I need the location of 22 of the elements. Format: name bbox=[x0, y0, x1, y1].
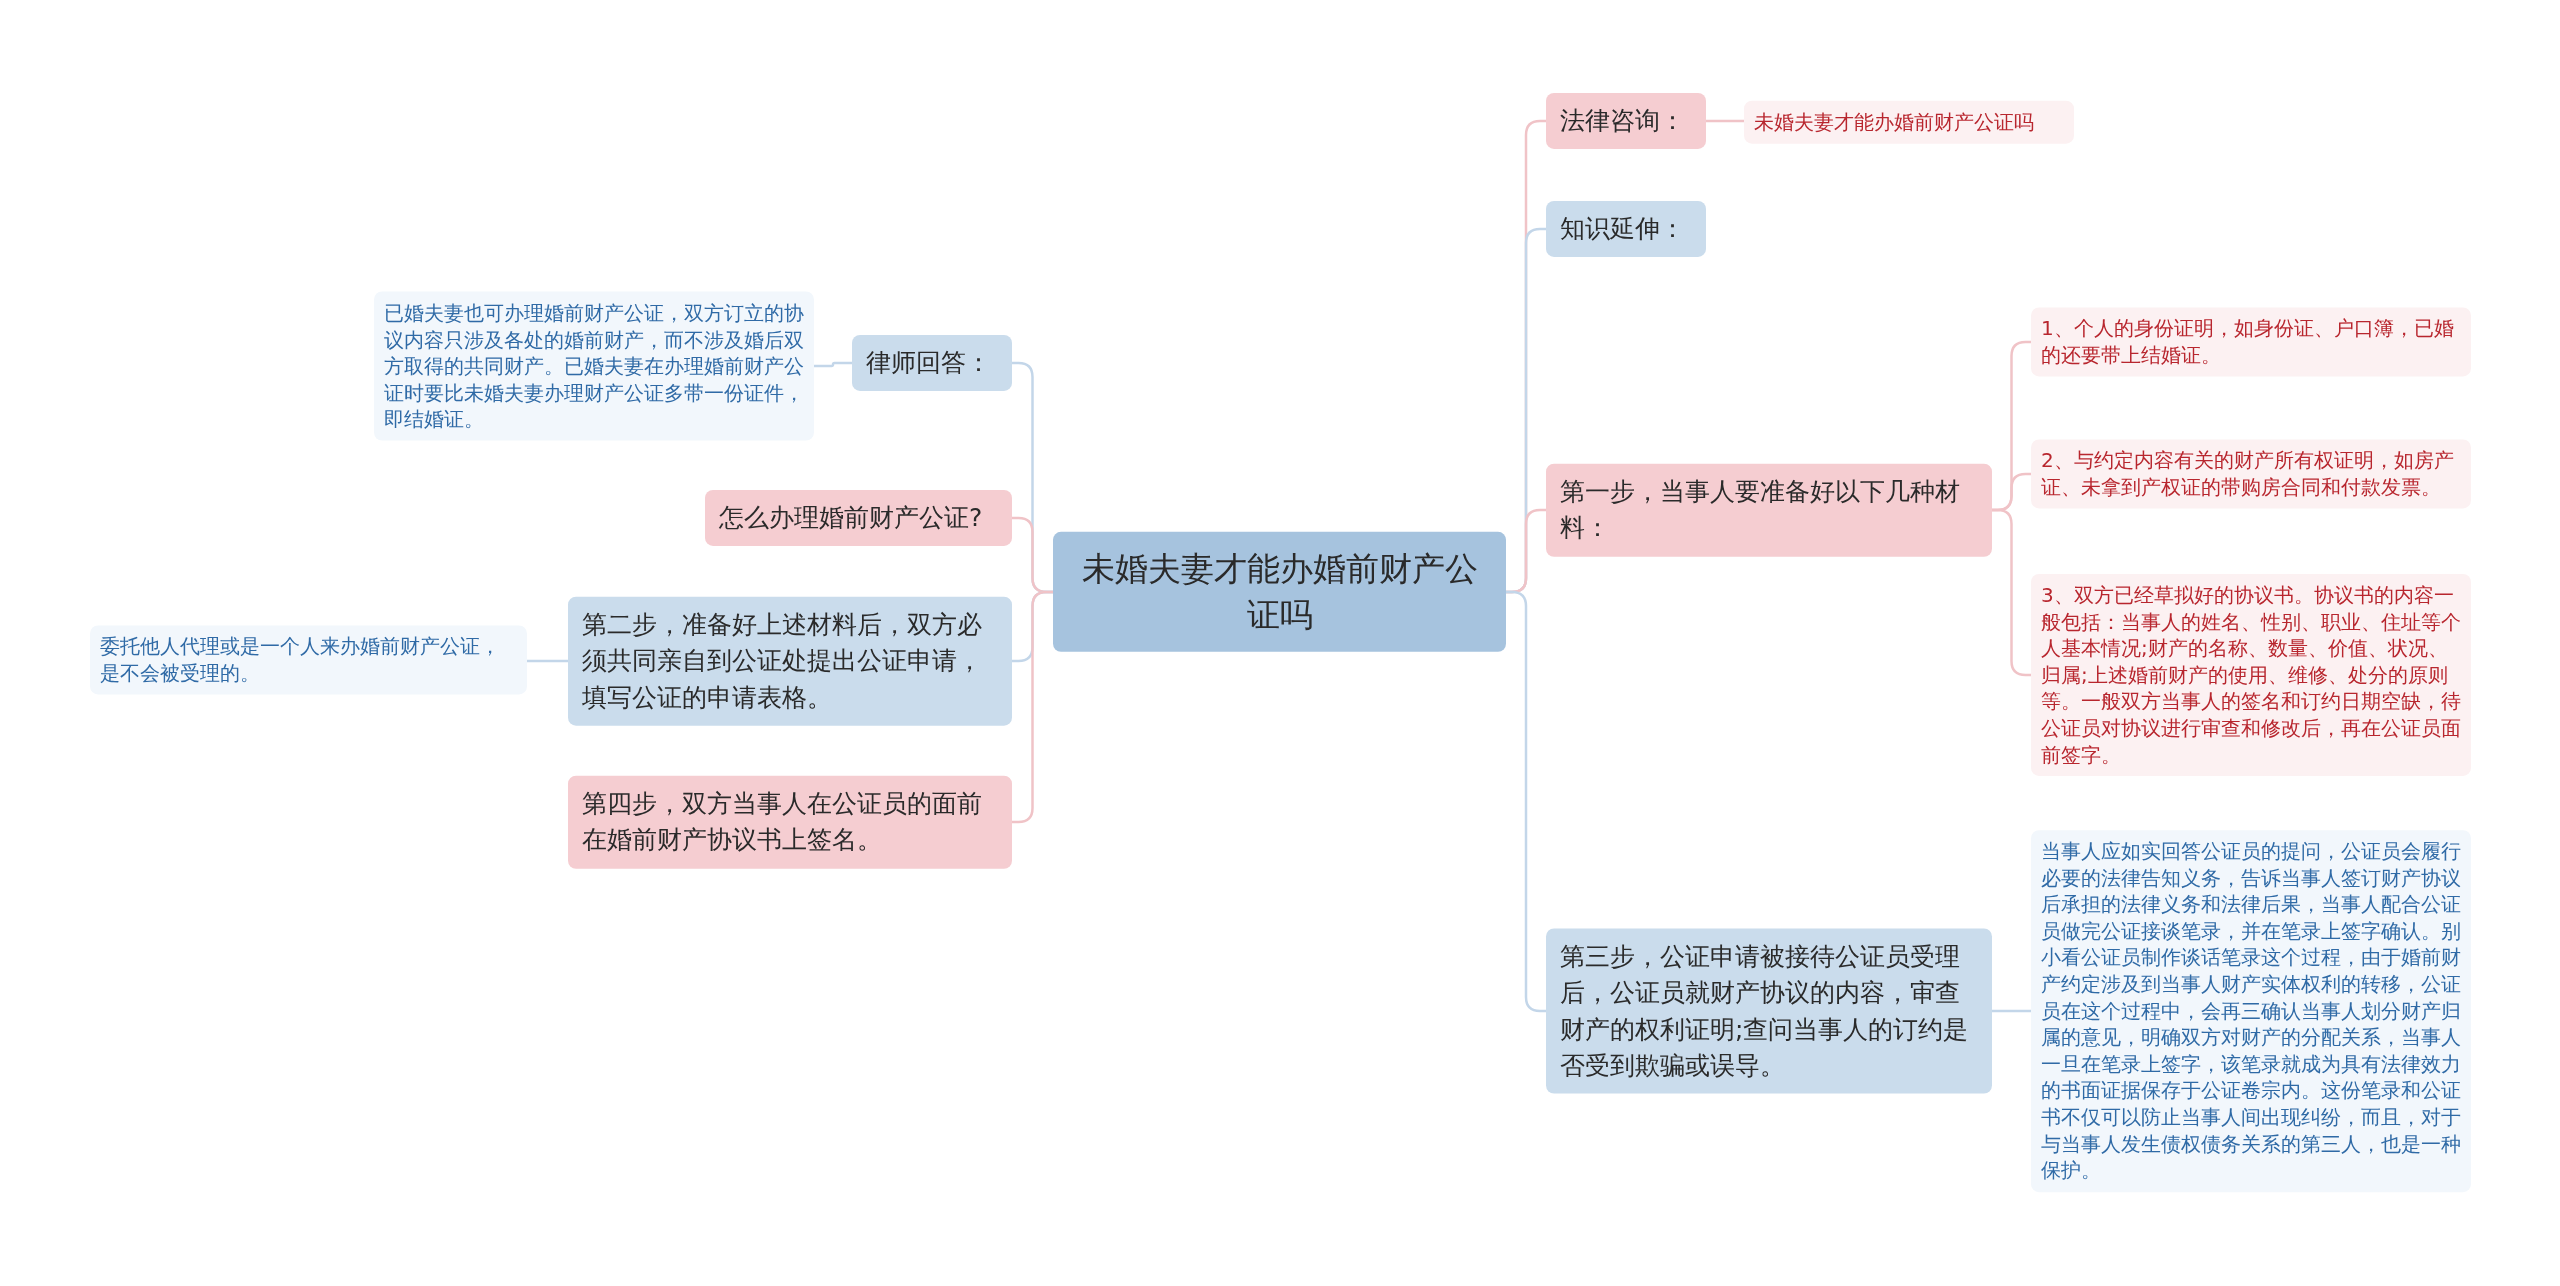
note-box: 已婚夫妻也可办理婚前财产公证，双方订立的协议内容只涉及各处的婚前财产，而不涉及婚后双方取得的共同财产。已婚夫妻在办理婚前财产公证时要比未婚夫妻办理财产公证多带一份证件，即结婚证。 bbox=[374, 291, 814, 441]
topic-box: 知识延伸： bbox=[1546, 200, 1706, 258]
connector-line bbox=[814, 361, 852, 368]
topic-box: 律师回答： bbox=[852, 334, 1012, 392]
note-box: 委托他人代理或是一个人来办婚前财产公证，是不会被受理的。 bbox=[90, 625, 527, 695]
note-box: 当事人应如实回答公证员的提问，公证员会履行必要的法律告知义务，告诉当事人签订财产协议后承担的法律义务和法律后果，当事人配合公证员做完公证接谈笔录，并在笔录上签字确认。别小看公证员制作谈话笔录这个过程，由于婚前财产约定涉及到当事人财产实体权利的转移，公证员在这个过程中，会再三确认当事人划分财产归属的意见，明确双方对财产的分配关系，当事人一旦在笔录上签字，该笔录就成为具有法律效力的书面证据保存于公证卷宗内。这份笔录和公证书不仅可以防止当事人间出现纠纷，而且，对于与当事人发生债权债务关系的第三人，也是一种保护。 bbox=[2031, 830, 2471, 1192]
connector-line bbox=[1506, 590, 1546, 1013]
note-box: 未婚夫妻才能办婚前财产公证吗 bbox=[1744, 100, 2074, 144]
connector-line bbox=[1992, 1009, 2031, 1013]
note-box: 1、个人的身份证明，如身份证、户口簿，已婚的还要带上结婚证。 bbox=[2031, 307, 2471, 377]
connector-line bbox=[1012, 590, 1053, 824]
note-box: 3、双方已经草拟好的协议书。协议书的内容一般包括：当事人的姓名、性别、职业、住址等个人基本情况;财产的名称、数量、价值、状况、归属;上述婚前财产的使用、维修、处分的原则等。一般双方当事人的签名和订约日期空缺，待公证员对协议进行审查和修改后，再在公证员面前签字。 bbox=[2031, 573, 2471, 777]
topic-box: 第一步，当事人要准备好以下几种材料： bbox=[1546, 463, 1992, 557]
topic-box: 第二步，准备好上述材料后，双方必须共同亲自到公证处提出公证申请，填写公证的申请表格。 bbox=[568, 596, 1012, 726]
connector-line bbox=[1706, 119, 1744, 123]
topic-box: 第三步，公证申请被接待公证员受理后，公证员就财产协议的内容，审查财产的权利证明;查问当事人的订约是否受到欺骗或误导。 bbox=[1546, 928, 1992, 1094]
topic-box: 法律咨询： bbox=[1546, 92, 1706, 150]
topic-box: 怎么办理婚前财产公证? bbox=[705, 489, 1012, 547]
connector-line bbox=[527, 659, 568, 663]
topic-box: 第四步，双方当事人在公证员的面前在婚前财产协议书上签名。 bbox=[568, 775, 1012, 869]
note-box: 2、与约定内容有关的财产所有权证明，如房产证、未拿到产权证的带购房合同和付款发票。 bbox=[2031, 439, 2471, 509]
central-topic: 未婚夫妻才能办婚前财产公证吗 bbox=[1053, 531, 1506, 653]
